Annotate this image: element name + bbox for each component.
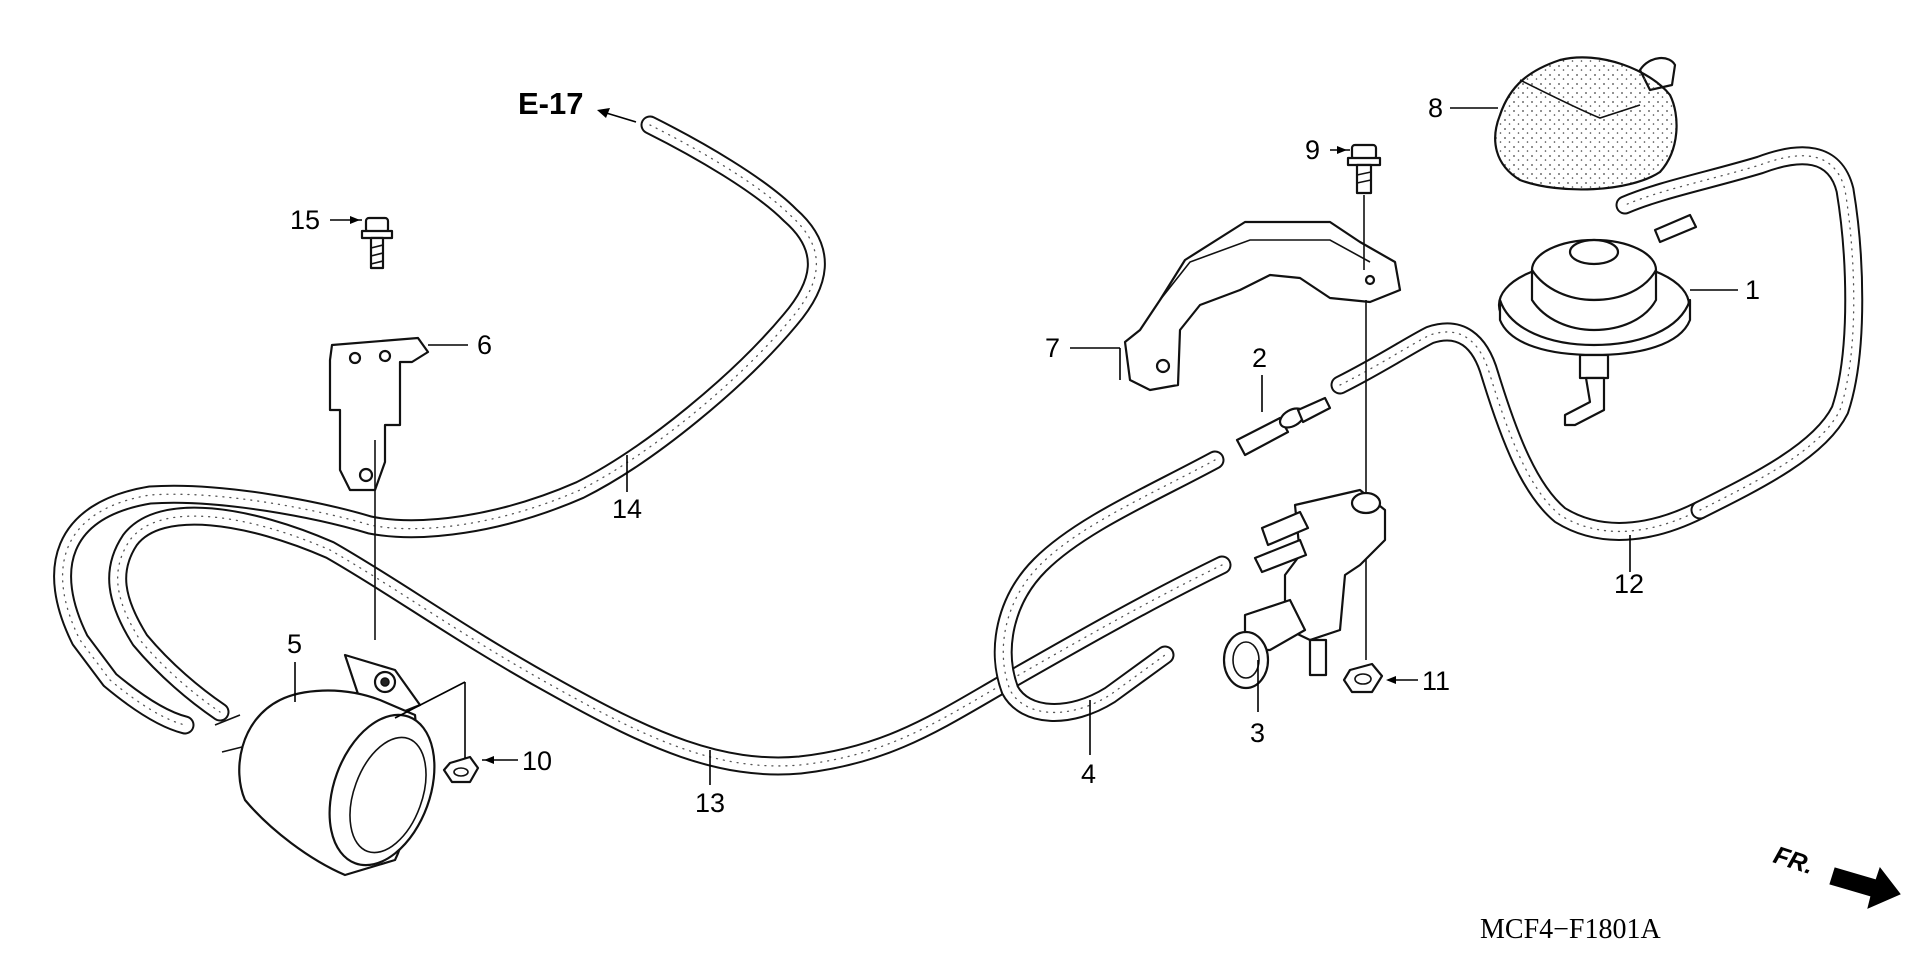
reference-label: E-17 bbox=[518, 86, 583, 121]
reference-e17: E-17 bbox=[518, 86, 637, 123]
arrowheads bbox=[350, 146, 1396, 764]
hose-12 bbox=[1615, 146, 1864, 520]
callout-9: 9 bbox=[1305, 135, 1320, 165]
callout-4: 4 bbox=[1081, 759, 1096, 789]
solenoid-valve-3 bbox=[1222, 488, 1387, 690]
callout-6: 6 bbox=[477, 330, 492, 360]
callout-13: 13 bbox=[695, 788, 725, 818]
callout-15: 15 bbox=[290, 205, 320, 235]
cover-8 bbox=[1494, 56, 1678, 191]
callout-numbers: 1 2 3 4 5 6 7 8 9 10 11 12 13 14 15 bbox=[287, 93, 1760, 818]
leader-lines bbox=[294, 107, 1738, 785]
air-valve-1 bbox=[1497, 213, 1698, 427]
nut-10 bbox=[442, 682, 480, 784]
callout-1: 1 bbox=[1745, 275, 1760, 305]
bolt-15 bbox=[360, 216, 394, 270]
hose-4 bbox=[993, 450, 1225, 722]
callout-14: 14 bbox=[612, 494, 642, 524]
drawing-code: MCF4−F1801A bbox=[1480, 914, 1662, 945]
front-indicator: FR. bbox=[1770, 841, 1901, 909]
front-arrow-icon bbox=[1829, 866, 1901, 909]
callout-11: 11 bbox=[1422, 666, 1450, 696]
joint-2 bbox=[1235, 396, 1332, 457]
canister-5 bbox=[214, 653, 466, 877]
hose-14 bbox=[53, 115, 826, 735]
nut-11 bbox=[1342, 662, 1384, 694]
callout-10: 10 bbox=[522, 746, 552, 776]
front-label: FR. bbox=[1770, 841, 1817, 880]
callout-8: 8 bbox=[1428, 93, 1443, 123]
callout-5: 5 bbox=[287, 629, 302, 659]
callout-12: 12 bbox=[1614, 569, 1644, 599]
callout-7: 7 bbox=[1045, 333, 1060, 363]
callout-3: 3 bbox=[1250, 718, 1265, 748]
bolt-9 bbox=[1346, 143, 1382, 660]
bracket-7 bbox=[1123, 220, 1402, 392]
hose-12-upper bbox=[1330, 322, 1710, 541]
callout-2: 2 bbox=[1252, 343, 1267, 373]
bracket-6 bbox=[328, 336, 430, 640]
